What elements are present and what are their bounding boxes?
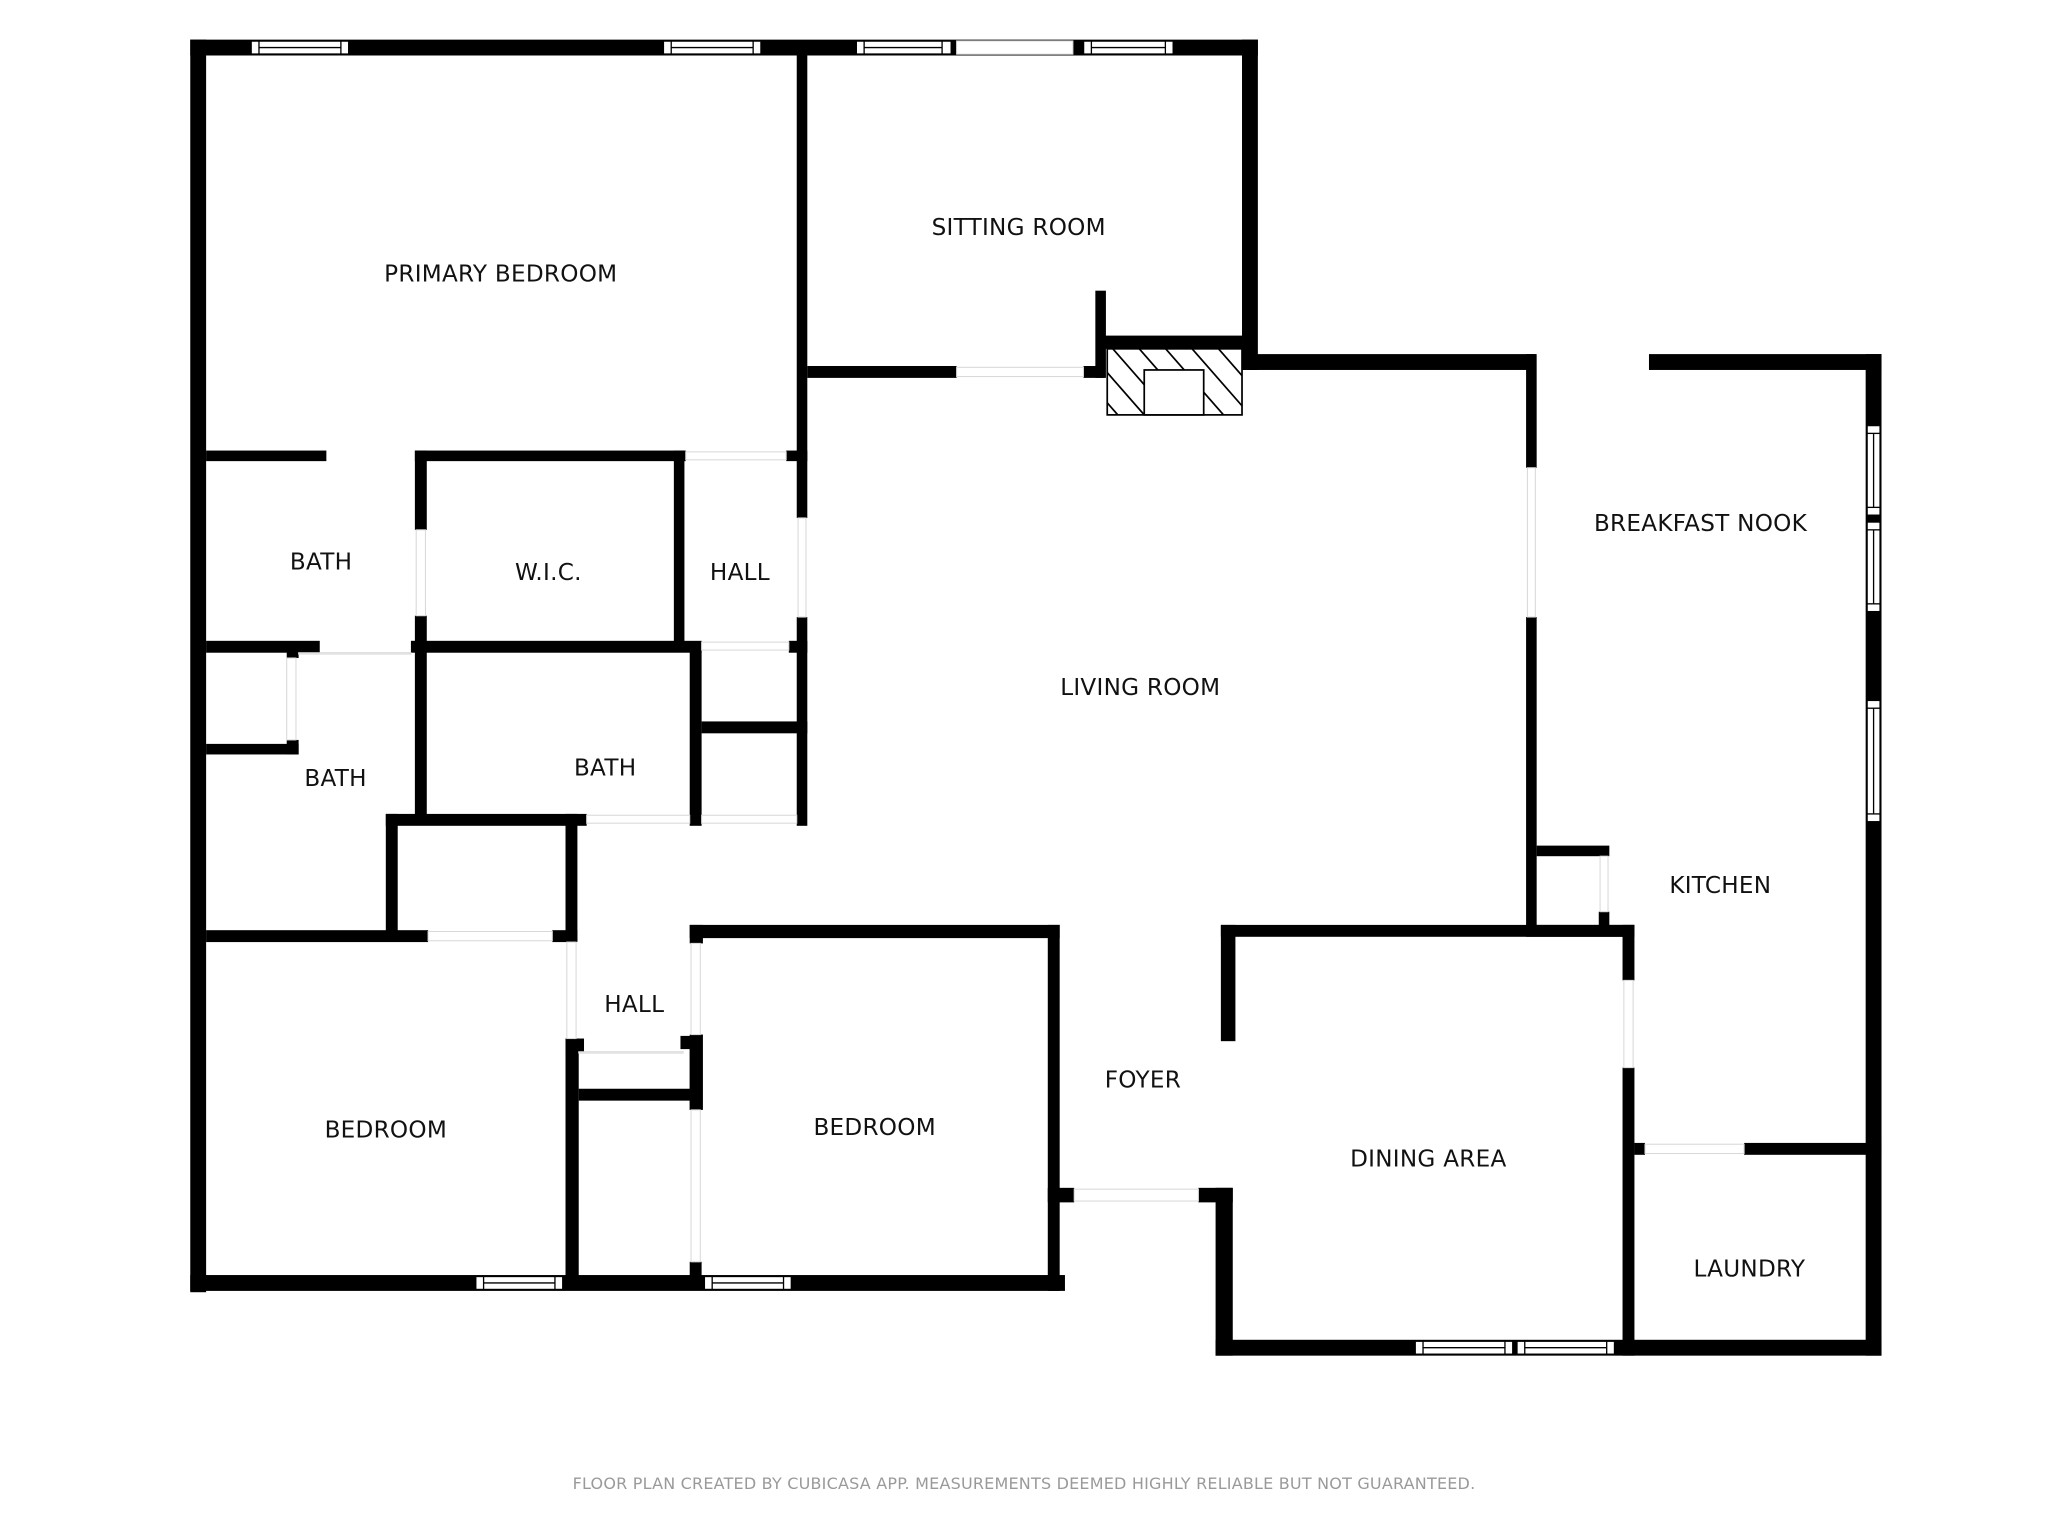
room-labels: PRIMARY BEDROOM SITTING ROOM BATH W.I.C.… — [290, 215, 1808, 1282]
room-label-foyer: FOYER — [1105, 1067, 1181, 1093]
fireplace-icon — [1106, 347, 1243, 416]
room-label-wic: W.I.C. — [515, 560, 582, 586]
room-label-bedroom: BEDROOM — [813, 1115, 935, 1141]
door-openings — [286, 40, 1745, 1263]
window-icon — [1414, 1340, 1514, 1356]
window-icon — [703, 1275, 793, 1291]
room-label-living-room: LIVING ROOM — [1060, 675, 1220, 701]
room-label-bath: BATH — [290, 549, 352, 575]
room-label-breakfast-nook: BREAKFAST NOOK — [1594, 511, 1808, 537]
window-icon — [1516, 1340, 1616, 1356]
window-icon — [1866, 521, 1881, 613]
room-label-hall: HALL — [604, 992, 664, 1018]
walls — [190, 39, 1882, 1356]
room-label-kitchen: KITCHEN — [1669, 873, 1771, 899]
room-label-hall: HALL — [710, 560, 770, 586]
window-icon — [1866, 699, 1881, 823]
room-label-dining-area: DINING AREA — [1350, 1147, 1506, 1173]
room-label-laundry: LAUNDRY — [1694, 1256, 1806, 1282]
room-label-primary-bedroom: PRIMARY BEDROOM — [384, 261, 617, 287]
window-icon — [855, 40, 953, 55]
window-icon — [662, 40, 762, 55]
window-icon — [1866, 424, 1881, 517]
room-label-bath: BATH — [574, 755, 636, 781]
window-icon — [474, 1275, 564, 1291]
window-icon — [1082, 40, 1175, 55]
room-label-bedroom: BEDROOM — [325, 1118, 447, 1144]
room-label-sitting-room: SITTING ROOM — [932, 215, 1106, 241]
windows — [250, 40, 1881, 1356]
window-icon — [250, 40, 350, 55]
disclaimer-footer: FLOOR PLAN CREATED BY CUBICASA APP. MEAS… — [572, 1474, 1476, 1493]
room-label-bath: BATH — [304, 766, 366, 792]
